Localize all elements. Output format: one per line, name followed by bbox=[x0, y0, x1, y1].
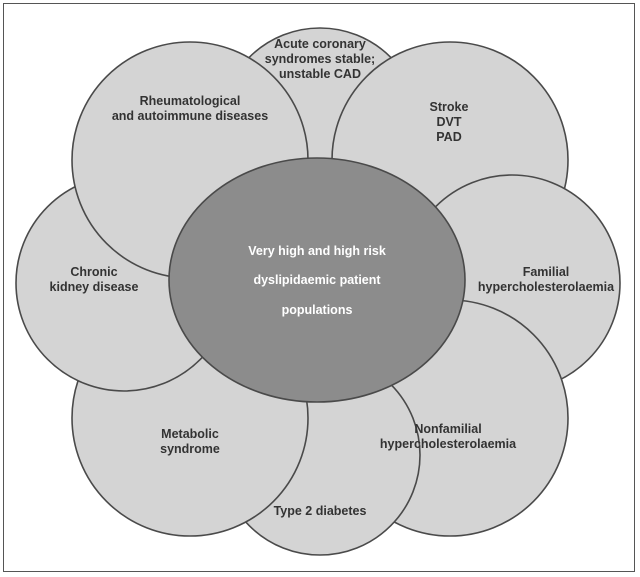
petal-label-nonfamilial-line-2: hypercholesterolaemia bbox=[380, 437, 517, 451]
center-label-line-1: Very high and high risk bbox=[248, 244, 386, 258]
petal-label-acute-coronary-line-3: unstable CAD bbox=[279, 67, 361, 81]
center-ellipse bbox=[168, 157, 466, 403]
center-group: Very high and high risk dyslipidaemic pa… bbox=[168, 157, 466, 403]
center-label-line-2: dyslipidaemic patient bbox=[253, 273, 381, 287]
petal-label-familial-line-1: Familial bbox=[523, 265, 570, 279]
petal-label-type2-diabetes-line-1: Type 2 diabetes bbox=[274, 504, 367, 518]
petal-label-stroke-dvt-pad-line-3: PAD bbox=[436, 130, 461, 144]
center-label-line-3: populations bbox=[282, 303, 353, 317]
petal-label-chronic-kidney-line-1: Chronic bbox=[70, 265, 117, 279]
petal-label-stroke-dvt-pad-line-1: Stroke bbox=[430, 100, 469, 114]
petal-label-rheumatological-line-2: and autoimmune diseases bbox=[112, 109, 268, 123]
petal-label-chronic-kidney-line-2: kidney disease bbox=[50, 280, 139, 294]
petal-label-acute-coronary-line-1: Acute coronary bbox=[274, 37, 366, 51]
petal-label-rheumatological-line-1: Rheumatological bbox=[140, 94, 241, 108]
petal-label-nonfamilial-line-1: Nonfamilial bbox=[414, 422, 481, 436]
petal-label-metabolic-line-1: Metabolic bbox=[161, 427, 219, 441]
petal-label-acute-coronary-line-2: syndromes stable; bbox=[265, 52, 375, 66]
petal-label-familial-line-2: hypercholesterolaemia bbox=[478, 280, 615, 294]
petal-label-metabolic-line-2: syndrome bbox=[160, 442, 220, 456]
petal-label-stroke-dvt-pad-line-2: DVT bbox=[437, 115, 462, 129]
